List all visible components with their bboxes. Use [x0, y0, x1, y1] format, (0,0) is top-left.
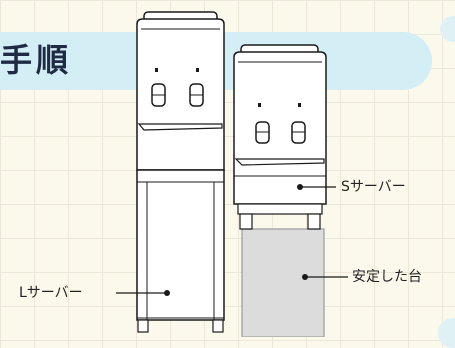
- callout-l-server: [116, 290, 170, 296]
- l-server: [136, 11, 225, 333]
- callout-s-server: [297, 184, 336, 190]
- page-heading: 手順: [0, 41, 73, 79]
- label-l-server: Lサーバー: [19, 285, 83, 301]
- callout-stand: [302, 274, 348, 280]
- label-s-server: Sサーバー: [341, 179, 406, 195]
- stand-block: [241, 228, 325, 337]
- label-stand: 安定した台: [352, 269, 422, 285]
- decorative-dot: [440, 16, 455, 42]
- servers-illustration: [116, 11, 348, 337]
- s-server: [233, 44, 327, 230]
